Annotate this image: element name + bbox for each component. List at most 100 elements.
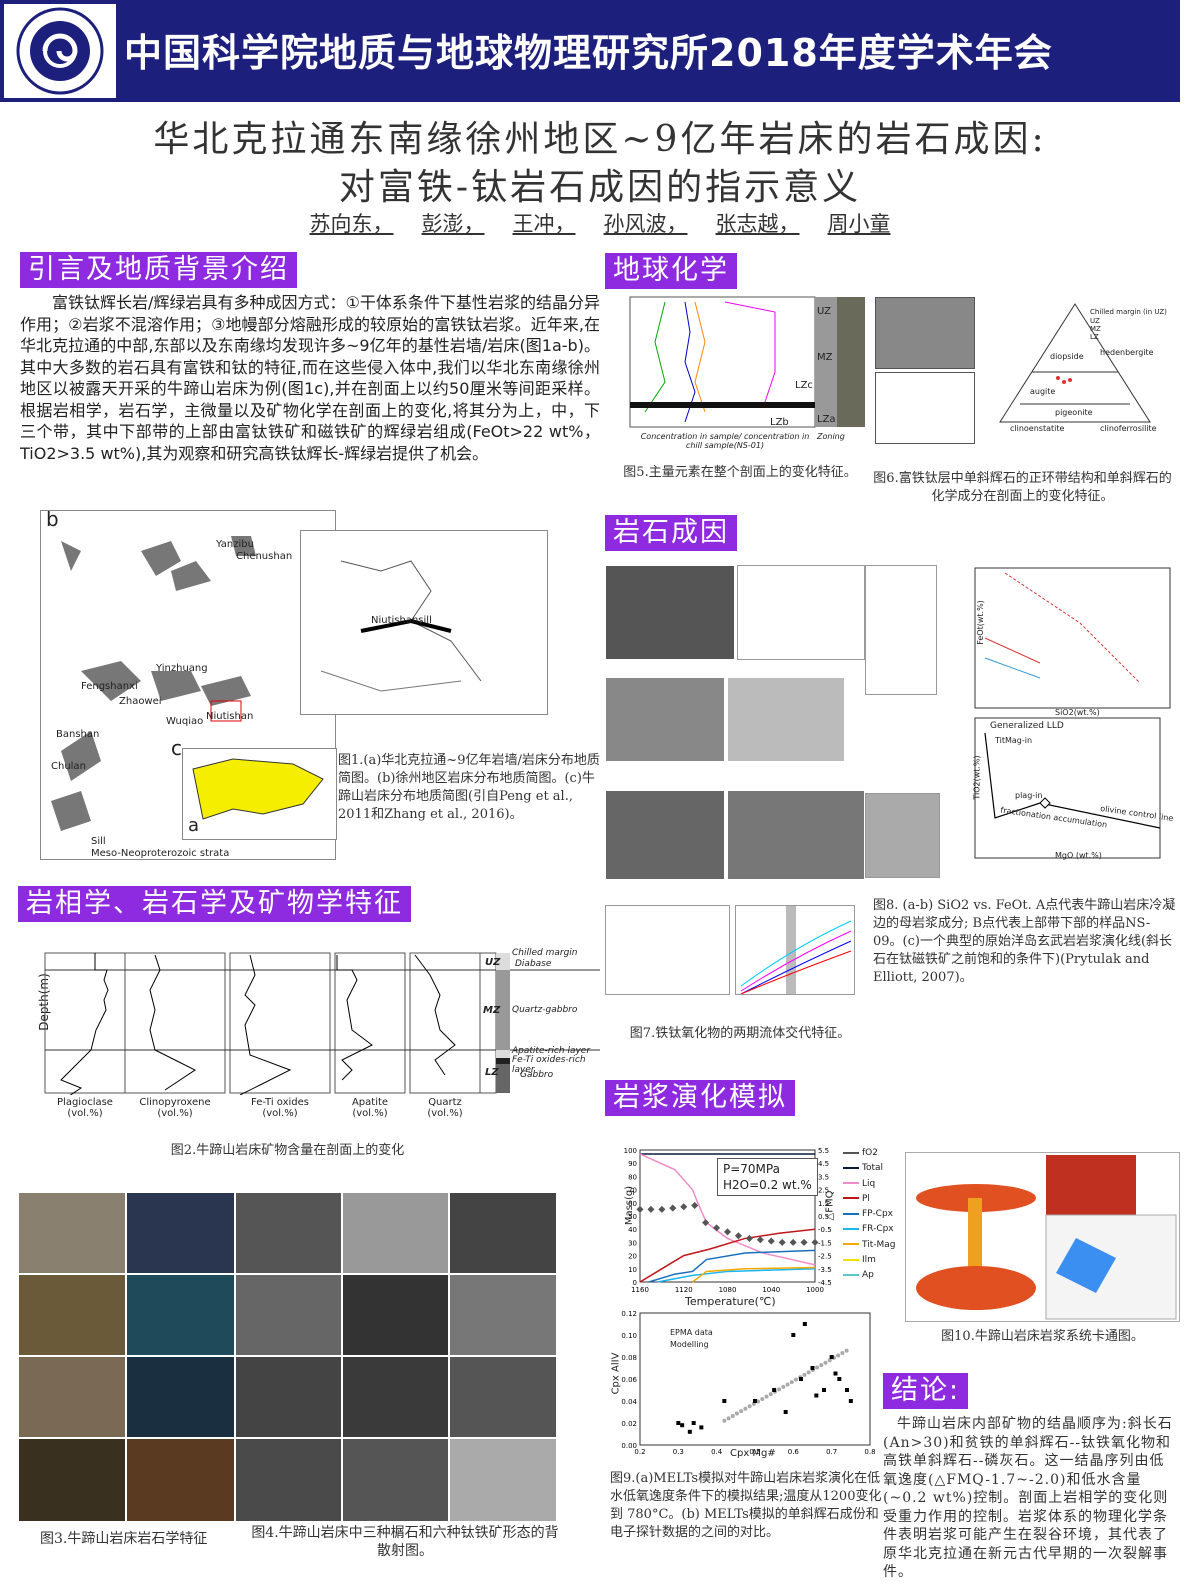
rock-label: Fe-Ti oxides-rich layer: [512, 1055, 586, 1075]
zone-label: LZb: [770, 417, 789, 428]
micrograph: [18, 1356, 126, 1438]
fo2-point: [767, 1237, 775, 1245]
plot-frame: [639, 1149, 816, 1283]
panel-label: c: [171, 736, 182, 760]
x-tick-label: 1040: [762, 1286, 780, 1294]
map-place: Banshan: [56, 729, 100, 740]
legend-item: Liq: [843, 1177, 896, 1192]
zone-label: UZ: [485, 957, 501, 968]
poster-title-line1: 华北克拉通东南缘徐州地区~9亿年岩床的岩石成因:: [153, 119, 1047, 160]
series-line-pl: [639, 1228, 816, 1283]
y-tick-label: 30: [628, 1239, 637, 1247]
bse-image: [235, 1274, 342, 1356]
axis-label: Cpx AlIV: [610, 1352, 622, 1395]
y-tick-label: 20: [628, 1253, 637, 1261]
rock-label: Diabase: [515, 959, 552, 969]
legend-item: fO2: [843, 1146, 896, 1161]
bse-image: [235, 1356, 342, 1438]
author: 苏向东，: [309, 212, 394, 236]
pressure-label: P=70MPa: [723, 1162, 780, 1176]
epma-point: [699, 1425, 704, 1430]
y-tick-label: 40: [628, 1226, 637, 1234]
intro-text: 富铁钛辉长岩/辉绿岩具有多种成因方式：①干体系条件下基性岩浆的结晶分异作用；②岩…: [20, 293, 600, 463]
modelling-point: [756, 1399, 761, 1404]
modelling-point: [747, 1404, 752, 1409]
profile-plot: [875, 372, 975, 444]
legend-item: Meso-Neoproterozoic strata: [91, 848, 230, 859]
figure-1-caption: 图1.(a)华北克拉通~9亿年岩墙/岩床分布地质简图。(b)徐州地区岩床分布地质…: [338, 753, 600, 822]
map-place: Fengshanxi: [81, 681, 138, 692]
section-heading-geochem: 地球化学: [605, 253, 737, 289]
legend-item: EPMA data: [670, 1328, 713, 1337]
bse-image: [342, 1274, 449, 1356]
figure-10-cartoon: [905, 1152, 1180, 1322]
y-tick-label: 0.10: [621, 1332, 637, 1340]
author: 孙风波，: [603, 212, 688, 236]
diagram-label: clinoferrosilite: [1100, 424, 1157, 433]
modelling-point: [785, 1382, 790, 1387]
plot-label: plag-in: [1015, 791, 1043, 800]
bse-image: [449, 1274, 557, 1356]
poster-title-line2: 对富铁-钛岩石成因的指示意义: [338, 167, 862, 208]
map-place: Niutishansill: [371, 615, 432, 626]
column-label: Fe-Ti oxides (vol.%): [250, 1097, 310, 1119]
micrograph: [18, 1438, 126, 1522]
modelling-point: [768, 1392, 773, 1397]
column-label: Clinopyroxene (vol.%): [139, 1097, 211, 1119]
epma-point: [837, 1377, 842, 1381]
y-tick-label: 90: [628, 1160, 637, 1168]
fo2-point: [756, 1236, 764, 1244]
water-label: H2O=0.2 wt.%: [723, 1178, 812, 1192]
figure-3-caption: 图3.牛蹄山岩床岩石学特征: [40, 1531, 208, 1547]
bse-image: [449, 1438, 557, 1522]
y2-tick-label: 5.5: [818, 1147, 829, 1155]
epma-point: [848, 1399, 853, 1403]
y2-tick-label: 1.5: [818, 1200, 829, 1208]
modelling-point: [836, 1353, 841, 1358]
x-tick-label: 0.3: [673, 1448, 684, 1456]
modelling-point: [802, 1372, 807, 1377]
y2-tick-label: -1.5: [818, 1239, 832, 1247]
y2-tick-label: 0.5: [818, 1213, 829, 1221]
diagram-label: diopside: [1050, 352, 1084, 361]
author: 王冲，: [512, 212, 576, 236]
author: 彭澎，: [421, 212, 485, 236]
zone-label: MZ: [817, 352, 833, 363]
modelling-point: [823, 1360, 828, 1365]
figure-5-caption: 图5.主量元素在整个剖面上的变化特征。: [623, 465, 857, 480]
legend-item: Total: [843, 1161, 896, 1176]
modelling-point: [730, 1413, 735, 1418]
author: 张志越，: [715, 212, 800, 236]
axis-label: Temperature(℃): [685, 1295, 776, 1308]
panel-label: a: [186, 815, 202, 836]
y-tick-label: 100: [624, 1147, 637, 1155]
series-line-fp-cpx: [648, 1249, 816, 1283]
map-place: Yinzhuang: [156, 663, 208, 674]
fo2-point: [647, 1205, 655, 1213]
fo2-point: [691, 1201, 699, 1209]
figure-4-caption: 图4.牛蹄山岩床中三种榍石和六种钛铁矿形态的背散射图。: [251, 1525, 559, 1559]
diagram-label: hedenbergite: [1100, 348, 1154, 357]
epma-point: [810, 1366, 815, 1370]
x-tick-label: 1120: [675, 1286, 693, 1294]
x-tick-label: 0.8: [864, 1448, 875, 1456]
plot-label: TitMag-in: [995, 736, 1033, 745]
fo2-point: [680, 1203, 688, 1211]
author: 周小童: [827, 212, 891, 236]
figure-6-pyroxene: diopside hedenbergite augite pigeonite c…: [870, 292, 1180, 452]
micrograph: [126, 1274, 235, 1356]
epma-point: [814, 1393, 819, 1398]
bse-image: [727, 677, 845, 762]
figure-8-plots: FeOt(wt.%) SiO2(wt.%) Generalized LLD Ti…: [960, 563, 1180, 863]
bse-image: [605, 565, 735, 660]
modelling-point: [760, 1397, 765, 1402]
section-heading-conclusion: 结论:: [883, 1373, 969, 1409]
modelling-point: [840, 1351, 845, 1356]
x-tick-label: 1080: [719, 1286, 737, 1294]
column-label: Quartz (vol.%): [427, 1097, 463, 1119]
diagram-label: augite: [1030, 387, 1056, 396]
series-line-fr-cpx: [657, 1268, 816, 1283]
bse-image: [727, 790, 865, 880]
modelling-point: [789, 1380, 794, 1385]
